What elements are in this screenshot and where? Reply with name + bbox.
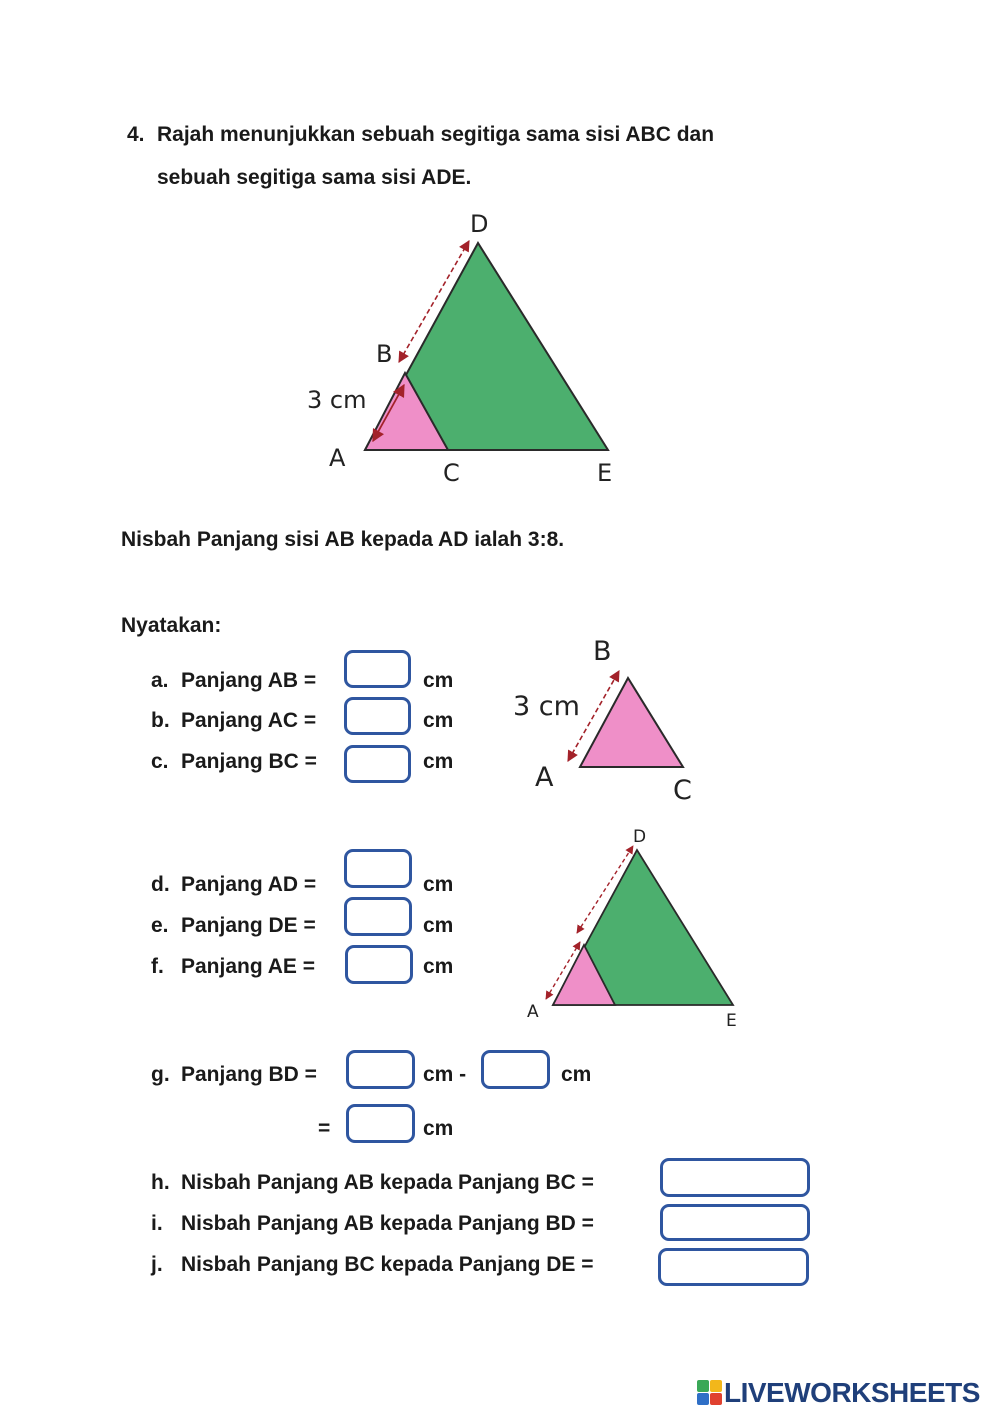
answer-box-bd-1[interactable] <box>346 1050 415 1089</box>
small2-label-a: A <box>527 1002 539 1022</box>
item-h-text: Nisbah Panjang AB kepada Panjang BC = <box>181 1171 594 1194</box>
item-e-letter: e. <box>151 914 169 937</box>
answer-box-ab[interactable] <box>344 650 411 688</box>
answer-box-de[interactable] <box>344 897 412 936</box>
question-line-1: Rajah menunjukkan sebuah segitiga sama s… <box>157 123 715 146</box>
item-g-text: Panjang BD = <box>181 1063 317 1086</box>
small-triangle-abc: B 3 cm A C <box>513 636 692 805</box>
item-g-letter: g. <box>151 1063 170 1086</box>
item-f-letter: f. <box>151 955 164 978</box>
item-j-text: Nisbah Panjang BC kepada Panjang DE = <box>181 1253 594 1276</box>
item-c-letter: c. <box>151 750 169 773</box>
item-a-unit: cm <box>423 669 454 692</box>
item-i-letter: i. <box>151 1212 163 1235</box>
item-g-equals: = <box>318 1117 331 1140</box>
small2-label-d: D <box>633 827 646 847</box>
item-e-unit: cm <box>423 914 454 937</box>
answer-box-ad[interactable] <box>344 849 412 888</box>
small-triangle-ade: D A E <box>527 827 737 1030</box>
item-a-letter: a. <box>151 669 169 692</box>
answer-box-bd-result[interactable] <box>346 1104 415 1143</box>
item-a-text: Panjang AB = <box>181 669 317 692</box>
label-d: D <box>470 210 488 238</box>
item-e-text: Panjang DE = <box>181 914 316 937</box>
question-number: 4. <box>127 123 145 146</box>
small-label-c: C <box>673 775 692 805</box>
item-d-unit: cm <box>423 873 454 896</box>
item-b-letter: b. <box>151 709 170 732</box>
liveworksheets-brand: LIVEWORKSHEETS <box>724 1377 980 1408</box>
liveworksheets-logo-icon <box>697 1380 722 1405</box>
item-f-text: Panjang AE = <box>181 955 316 978</box>
answer-box-ac[interactable] <box>344 697 411 735</box>
question-line-2: sebuah segitiga sama sisi ADE. <box>157 166 472 189</box>
small-label-a: A <box>535 762 554 793</box>
item-b-text: Panjang AC = <box>181 709 317 732</box>
small-label-length: 3 cm <box>513 691 580 722</box>
label-e: E <box>597 459 612 487</box>
item-i-text: Nisbah Panjang AB kepada Panjang BD = <box>181 1212 594 1235</box>
item-g-unit-minus: cm - <box>423 1063 467 1086</box>
arrow-bd <box>398 240 470 363</box>
answer-box-bc[interactable] <box>344 745 411 783</box>
arrow-ab <box>372 383 405 443</box>
label-c: C <box>443 459 460 487</box>
item-g-unit: cm <box>561 1063 592 1086</box>
item-b-unit: cm <box>423 709 454 732</box>
item-g-unit2: cm <box>423 1117 454 1140</box>
small-label-b: B <box>593 636 612 667</box>
prompt-label: Nyatakan: <box>121 614 222 637</box>
item-d-letter: d. <box>151 873 170 896</box>
answer-box-ratio-bc-de[interactable] <box>658 1248 809 1286</box>
ratio-statement: Nisbah Panjang sisi AB kepada AD ialah 3… <box>121 528 565 551</box>
label-a: A <box>329 444 346 472</box>
label-b: B <box>376 340 392 368</box>
answer-box-ae[interactable] <box>345 945 413 984</box>
answer-box-bd-2[interactable] <box>481 1050 550 1089</box>
item-f-unit: cm <box>423 955 454 978</box>
item-h-letter: h. <box>151 1171 170 1194</box>
answer-box-ratio-ab-bc[interactable] <box>660 1158 810 1197</box>
answer-box-ratio-ab-bd[interactable] <box>660 1204 810 1241</box>
label-length: 3 cm <box>307 386 366 414</box>
item-c-text: Panjang BC = <box>181 750 317 773</box>
item-d-text: Panjang AD = <box>181 873 317 896</box>
item-c-unit: cm <box>423 750 454 773</box>
item-j-letter: j. <box>151 1253 163 1276</box>
small2-label-e: E <box>726 1011 737 1030</box>
main-triangle-diagram: D B 3 cm A C E <box>307 210 612 487</box>
